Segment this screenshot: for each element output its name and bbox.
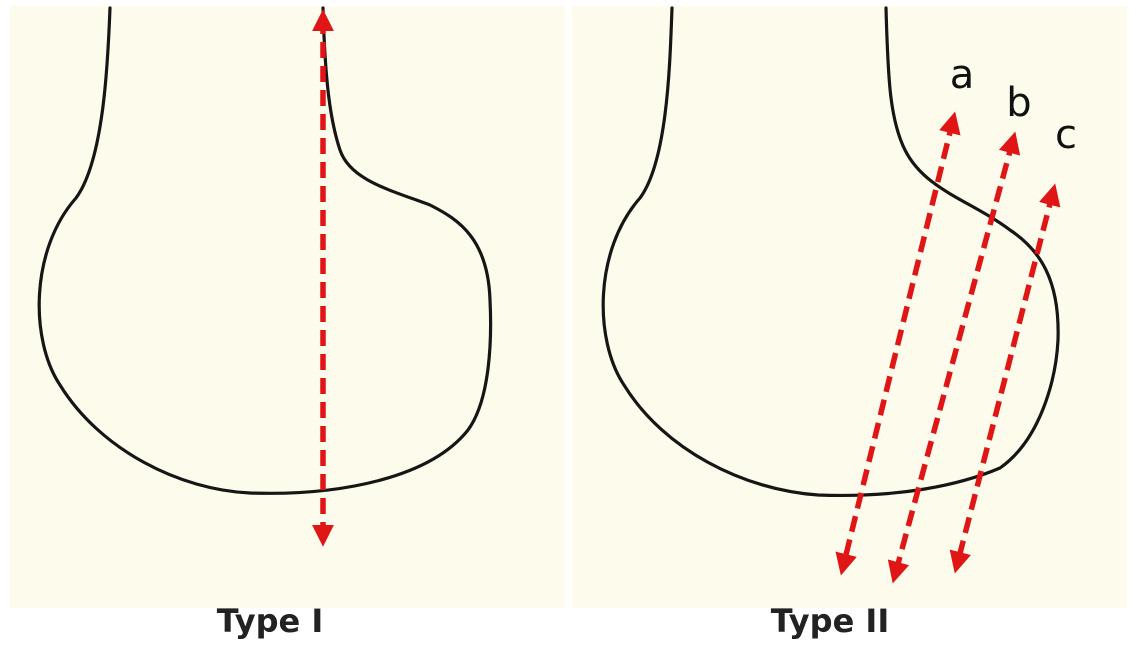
panel-type-1-background — [10, 6, 565, 608]
label-c: c — [1055, 112, 1077, 158]
label-b: b — [1006, 80, 1031, 126]
caption-type-1: Type I — [217, 602, 324, 640]
label-a: a — [950, 52, 975, 98]
panel-type-2-background — [572, 6, 1127, 608]
caption-type-2: Type II — [771, 602, 889, 640]
